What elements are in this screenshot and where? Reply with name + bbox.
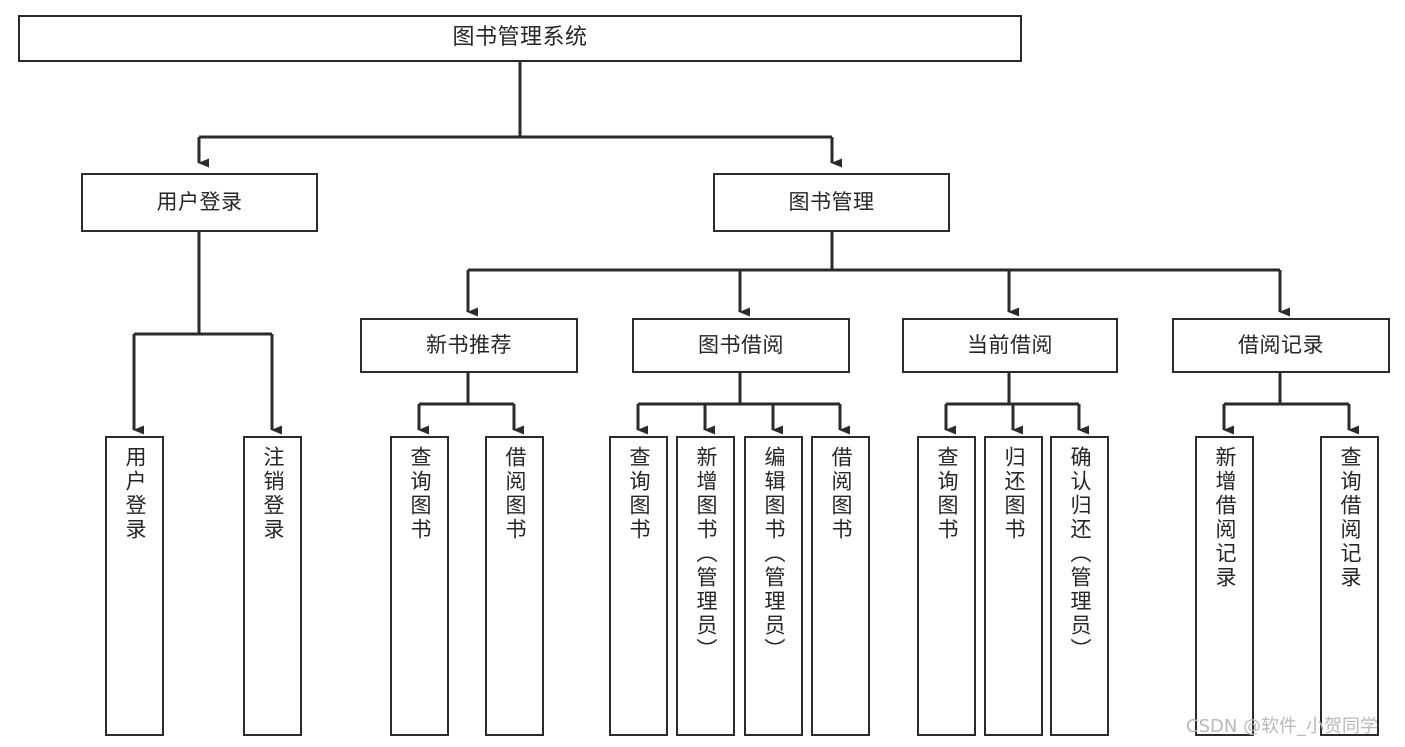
node-label: 图书管理 [788,190,875,215]
node-root-book-management-system[interactable]: 图书管理系统 [18,15,1022,62]
node-user-login[interactable]: 用户登录 [81,173,318,232]
node-book-borrow[interactable]: 图书借阅 [632,318,850,373]
node-label: 图书借阅 [698,333,784,358]
node-label: 新增借阅记录 [1213,446,1237,590]
node-label: 查询图书 [408,446,432,542]
node-label: 注销登录 [261,446,285,542]
node-label: 用户登录 [156,190,243,215]
csdn-watermark: CSDN @软件_小贺同学 [1186,716,1379,737]
leaf-borrow-book-new-recommend[interactable]: 借阅图书 [485,436,544,736]
leaf-query-book-borrow[interactable]: 查询图书 [609,436,668,736]
node-current-borrow[interactable]: 当前借阅 [902,318,1118,373]
leaf-return-book[interactable]: 归还图书 [984,436,1043,736]
node-label: 查询图书 [935,446,959,542]
node-label: 查询图书 [627,446,651,542]
leaf-user-login[interactable]: 用户登录 [105,436,164,736]
leaf-borrow-book-borrow[interactable]: 借阅图书 [811,436,870,736]
node-label: 借阅记录 [1238,333,1324,358]
leaf-query-borrow-record[interactable]: 查询借阅记录 [1320,436,1379,736]
node-label: 归还图书 [1002,446,1026,542]
node-label: 当前借阅 [967,333,1053,358]
node-new-book-recommend[interactable]: 新书推荐 [360,318,578,373]
leaf-edit-book-admin[interactable]: 编辑图书（管理员） [744,436,803,736]
node-label: 借阅图书 [503,446,527,542]
node-label: 借阅图书 [829,446,853,542]
leaf-logout-login[interactable]: 注销登录 [243,436,302,736]
node-book-management[interactable]: 图书管理 [713,173,950,232]
leaf-query-book-new-recommend[interactable]: 查询图书 [390,436,449,736]
node-label: 新书推荐 [426,333,512,358]
node-label: 查询借阅记录 [1338,446,1362,590]
node-label: 编辑图书（管理员） [762,446,786,662]
node-label: 图书管理系统 [452,25,588,51]
node-label: 确认归还（管理员） [1068,446,1092,662]
node-label: 新增图书（管理员） [694,446,718,662]
leaf-confirm-return-admin[interactable]: 确认归还（管理员） [1050,436,1109,736]
leaf-query-book-current[interactable]: 查询图书 [917,436,976,736]
leaf-add-borrow-record[interactable]: 新增借阅记录 [1195,436,1254,736]
leaf-add-book-admin[interactable]: 新增图书（管理员） [676,436,735,736]
node-label: 用户登录 [123,446,147,542]
node-borrow-record[interactable]: 借阅记录 [1172,318,1390,373]
